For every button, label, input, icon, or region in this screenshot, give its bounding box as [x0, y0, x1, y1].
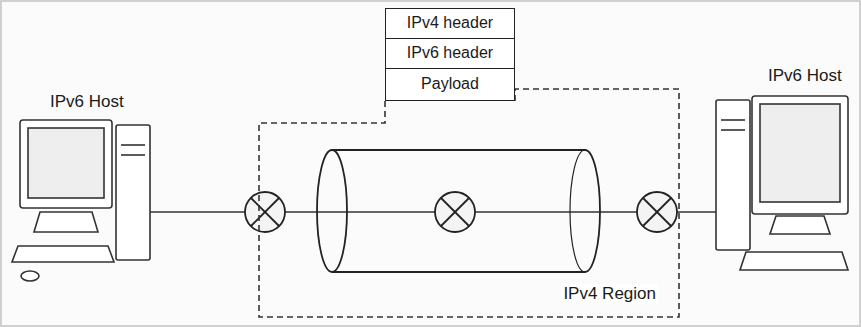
- router-symbol: [637, 192, 677, 232]
- tunnel-cylinder: [317, 150, 600, 272]
- region-label: IPv4 Region: [561, 284, 658, 304]
- host-label: IPv6 Host: [48, 92, 126, 112]
- wire: [475, 211, 637, 213]
- host-computer: [716, 96, 848, 270]
- header-text: IPv6 header: [407, 44, 493, 62]
- router-symbol: [435, 192, 475, 232]
- wire: [150, 211, 245, 213]
- ipv4-region: IPv4 Region: [258, 88, 680, 318]
- host-label: IPv6 Host: [766, 66, 844, 86]
- header-text: IPv4 header: [407, 14, 493, 32]
- router-symbol: [245, 192, 285, 232]
- wire: [285, 211, 435, 213]
- payload-box: Payload: [385, 68, 515, 101]
- header-box: IPv4 header: [385, 8, 515, 39]
- header-box: IPv6 header: [385, 38, 515, 69]
- header-text: Payload: [421, 75, 479, 93]
- host-computer: [12, 120, 150, 281]
- wire: [677, 211, 716, 213]
